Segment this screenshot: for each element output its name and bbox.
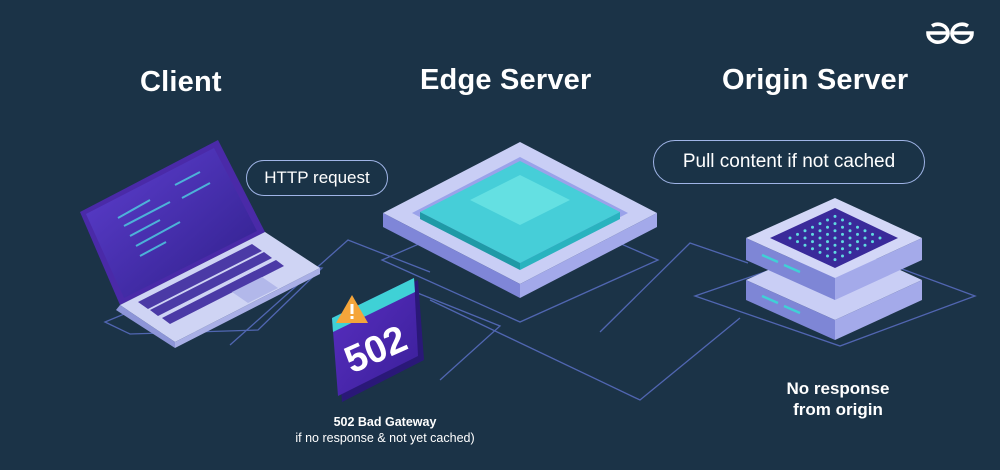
http-request-label: HTTP request — [246, 160, 388, 196]
edge-to-error-line — [399, 285, 502, 381]
server-led-dot — [878, 236, 882, 240]
server-led-dot — [841, 240, 844, 244]
origin-note: No response from origin — [758, 378, 918, 420]
pull-content-label: Pull content if not cached — [653, 140, 925, 184]
server-led-dot — [818, 222, 822, 226]
server-led-dot — [863, 243, 867, 247]
server-led-dot — [803, 243, 807, 247]
server-led-dot — [833, 222, 837, 226]
server-led-dot — [848, 222, 852, 226]
origin-note-line2: from origin — [793, 400, 883, 419]
server-led-dot — [833, 214, 837, 218]
server-led-dot — [856, 240, 859, 244]
error-title: 502 Bad Gateway — [333, 415, 437, 429]
server-led-dot — [856, 225, 859, 229]
origin-server-icon — [746, 198, 922, 340]
geeksforgeeks-logo-icon — [926, 22, 974, 44]
server-led-dot — [833, 250, 837, 254]
server-led-dot — [826, 232, 829, 236]
server-led-dot — [818, 250, 822, 254]
edge-server-icon — [383, 142, 657, 298]
server-led-dot — [856, 232, 859, 236]
server-led-dot — [803, 236, 807, 240]
server-led-dot — [826, 218, 829, 222]
server-led-dot — [811, 225, 814, 229]
laptop-icon — [80, 140, 320, 348]
origin-note-line1: No response — [786, 379, 890, 398]
server-led-dot — [826, 225, 829, 229]
client-heading: Client — [140, 66, 222, 98]
server-led-dot — [826, 247, 829, 251]
server-led-dot — [841, 254, 844, 258]
server-led-dot — [788, 236, 792, 240]
server-led-dot — [818, 243, 822, 247]
server-led-dot — [871, 240, 874, 244]
server-led-dot — [863, 236, 867, 240]
warning-icon — [336, 295, 368, 323]
server-led-dot — [848, 243, 852, 247]
error-subtitle: if no response & not yet cached) — [295, 431, 475, 445]
server-led-dot — [833, 229, 837, 233]
server-led-dot — [826, 240, 829, 244]
server-led-dot — [811, 240, 814, 244]
origin-server-heading: Origin Server — [722, 64, 909, 96]
server-led-dot — [848, 236, 852, 240]
server-led-dot — [863, 229, 867, 233]
server-led-dot — [871, 232, 874, 236]
edge-to-origin-line — [599, 242, 749, 333]
error-card-icon: 502 — [332, 278, 424, 402]
server-led-dot — [856, 247, 859, 251]
server-led-dot — [818, 229, 822, 233]
server-led-dot — [833, 243, 837, 247]
server-led-dot — [848, 250, 852, 254]
server-led-dot — [796, 232, 799, 236]
server-led-dot — [833, 236, 837, 240]
edge-server-heading: Edge Server — [420, 64, 592, 96]
server-led-dot — [811, 232, 814, 236]
error-to-origin-line — [429, 299, 741, 401]
server-led-dot — [826, 254, 829, 258]
server-led-dot — [841, 247, 844, 251]
server-led-dot — [848, 229, 852, 233]
server-led-dot — [841, 218, 844, 222]
server-led-dot — [841, 225, 844, 229]
server-led-dot — [818, 236, 822, 240]
server-led-dot — [803, 229, 807, 233]
server-led-dot — [833, 258, 837, 262]
server-led-dot — [841, 232, 844, 236]
error-note: 502 Bad Gateway if no response & not yet… — [240, 414, 530, 446]
client-to-edge-line — [229, 239, 431, 346]
server-led-dot — [811, 247, 814, 251]
server-led-dot — [796, 240, 799, 244]
